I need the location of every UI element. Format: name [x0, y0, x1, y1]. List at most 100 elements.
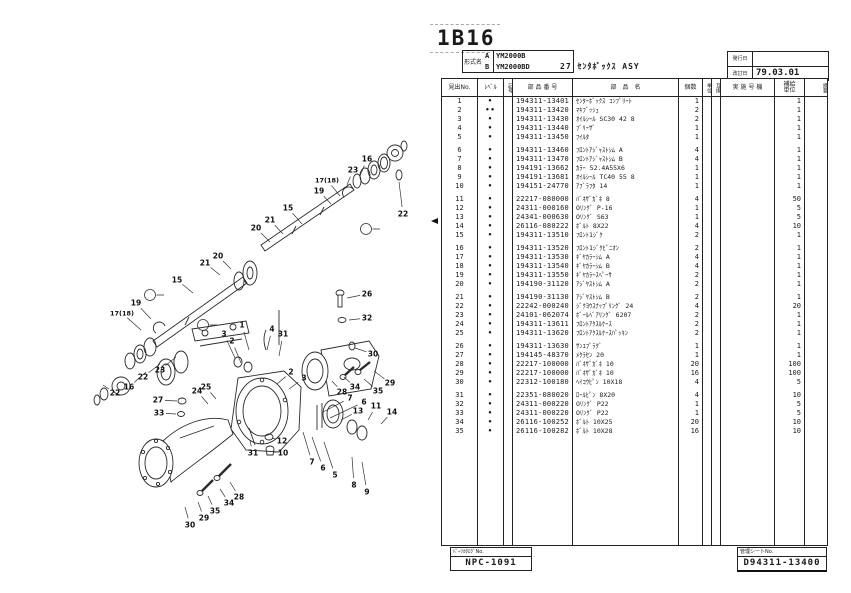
- unit-mark: [703, 142, 712, 146]
- unit-mark: [703, 124, 712, 133]
- supply-unit: 1: [775, 271, 805, 280]
- qty: 1: [679, 400, 703, 409]
- item-no: [442, 142, 478, 146]
- rev-mark: [504, 293, 513, 302]
- item-no: 26: [442, 342, 478, 351]
- callout-leader: [182, 284, 194, 294]
- unit-mark: [703, 213, 712, 222]
- part-name: ﾌﾞﾘｰｻﾞ: [573, 124, 679, 133]
- qty: 20: [679, 360, 703, 369]
- callout-leader: [207, 495, 213, 505]
- item-no: 30: [442, 378, 478, 387]
- callout-leader: [210, 267, 221, 276]
- interchange-mark: [712, 351, 721, 360]
- interchange-mark: [712, 142, 721, 146]
- part-name: ﾎﾞﾙﾄ 10X28: [573, 427, 679, 436]
- catalog-number-box: ﾊﾟｰﾂｶﾀﾛｸﾞNo. NPC-1091: [450, 547, 532, 571]
- level: •: [478, 213, 504, 222]
- item-no: [442, 387, 478, 391]
- rev-mark: [504, 409, 513, 418]
- interchange-mark: [712, 418, 721, 427]
- callout-leader: [398, 181, 403, 208]
- level: [478, 289, 504, 293]
- rev-mark: [504, 360, 513, 369]
- serial-range: [721, 240, 775, 244]
- item-no: 32: [442, 400, 478, 409]
- interchange-mark: [712, 427, 721, 436]
- serial-range: [721, 182, 775, 191]
- qty: 2: [679, 280, 703, 289]
- qty: 1: [679, 351, 703, 360]
- supply-unit: 1: [775, 133, 805, 142]
- supply-unit: 1: [775, 231, 805, 240]
- model-key-a: A: [485, 52, 490, 61]
- diagram-callout-10: 10: [278, 449, 288, 458]
- rev-mark: [504, 97, 513, 106]
- supply-unit: 50: [775, 195, 805, 204]
- reference-circle-mark: [197, 319, 209, 331]
- rev-mark: [504, 253, 513, 262]
- level: •: [478, 418, 504, 427]
- qty: 4: [679, 391, 703, 400]
- crop-mark: [430, 52, 490, 53]
- unit-mark: [703, 195, 712, 204]
- item-no: 4: [442, 124, 478, 133]
- rev-mark: [504, 213, 513, 222]
- rev-mark: [504, 351, 513, 360]
- qty: 1: [679, 204, 703, 213]
- serial-range: [721, 195, 775, 204]
- callout-leader: [165, 413, 177, 415]
- rev-mark: [504, 391, 513, 400]
- part-name: [573, 142, 679, 146]
- sheet-number-box: 管理シートNo. D94311-13400: [737, 547, 827, 572]
- part-number: [513, 436, 573, 546]
- part-name: [573, 289, 679, 293]
- reference-circle-mark: [360, 223, 372, 235]
- level: •: [478, 173, 504, 182]
- level: •: [478, 271, 504, 280]
- serial-range: [721, 329, 775, 338]
- level: •: [478, 222, 504, 231]
- qty: 2: [679, 293, 703, 302]
- part-number: 24101-062074: [513, 311, 573, 320]
- supply-unit: 1: [775, 164, 805, 173]
- level: ••: [478, 106, 504, 115]
- interchange-mark: [712, 115, 721, 124]
- qty: 4: [679, 222, 703, 231]
- item-no: [442, 191, 478, 195]
- diagram-callout-21: 21: [265, 216, 275, 225]
- serial-range: [721, 115, 775, 124]
- rev-mark: [504, 387, 513, 391]
- diagram-callout-34: 34: [350, 383, 360, 392]
- supply-unit: 10: [775, 418, 805, 427]
- serial-range: [721, 271, 775, 280]
- item-no: 19: [442, 271, 478, 280]
- callout-leader: [343, 376, 351, 383]
- supply-unit: [775, 387, 805, 391]
- supply-unit: 20: [775, 302, 805, 311]
- callout-leader: [197, 501, 202, 512]
- callout-leader: [346, 176, 351, 186]
- diagram-callout-16: 16: [362, 155, 372, 164]
- item-no: 8: [442, 164, 478, 173]
- diagram-callout-6: 6: [361, 398, 366, 407]
- unit-mark: [703, 289, 712, 293]
- interchange-mark: [712, 342, 721, 351]
- supply-unit: 100: [775, 360, 805, 369]
- part-name: Oﾘﾝｸﾞ P-16: [573, 204, 679, 213]
- serial-range: [721, 222, 775, 231]
- item-no: 12: [442, 204, 478, 213]
- part-number: 22217-080000: [513, 195, 573, 204]
- rev-mark: [504, 369, 513, 378]
- diagram-callout-3: 3: [221, 330, 226, 339]
- part-name: ｻﾝﾕﾌﾟﾗｸﾞ: [573, 342, 679, 351]
- unit-mark: [703, 182, 712, 191]
- serial-range: [721, 262, 775, 271]
- supply-unit: 1: [775, 351, 805, 360]
- supply-unit: 10: [775, 427, 805, 436]
- callout-leader: [311, 436, 321, 462]
- rev-mark: [504, 262, 513, 271]
- part-number: [513, 338, 573, 342]
- supply-unit: 5: [775, 400, 805, 409]
